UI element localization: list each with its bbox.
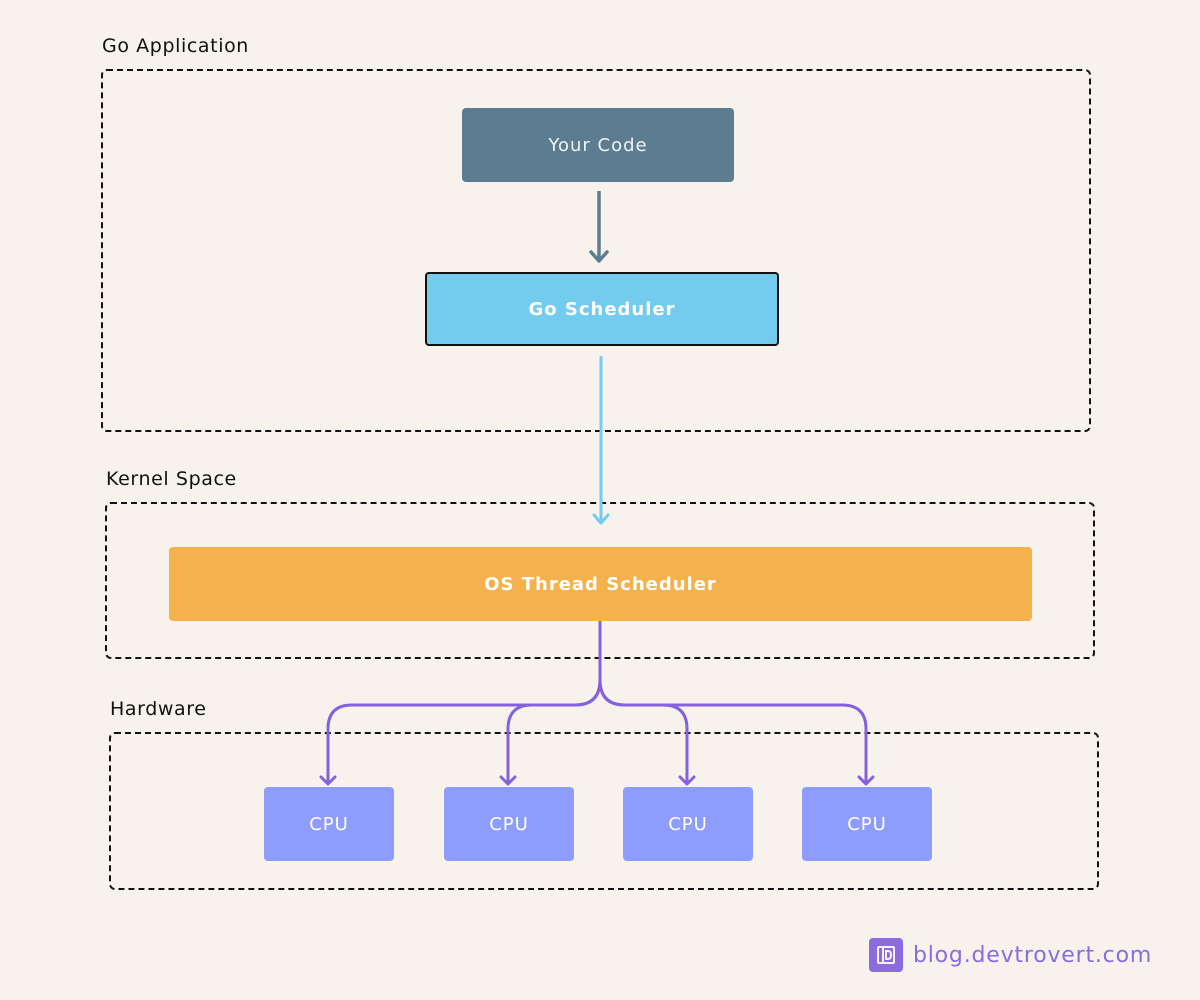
arrow-go-scheduler-to-os	[592, 356, 610, 525]
cpu-node-2: CPU	[444, 787, 574, 861]
devtrovert-logo-icon	[869, 938, 903, 972]
brand-footer[interactable]: blog.devtrovert.com	[869, 937, 1152, 973]
go-application-group	[101, 69, 1091, 432]
brand-url[interactable]: blog.devtrovert.com	[913, 942, 1153, 968]
arrows-os-to-cpus	[319, 619, 875, 786]
hardware-group	[109, 732, 1099, 890]
go-scheduler-node: Go Scheduler	[425, 272, 779, 346]
os-thread-scheduler-node: OS Thread Scheduler	[169, 547, 1032, 621]
section-label-go-application: Go Application	[102, 35, 249, 57]
section-label-hardware: Hardware	[110, 698, 207, 720]
cpu-node-4: CPU	[802, 787, 932, 861]
arrow-code-to-go-scheduler	[589, 191, 609, 263]
cpu-node-1: CPU	[264, 787, 394, 861]
section-label-kernel-space: Kernel Space	[106, 468, 237, 490]
your-code-node: Your Code	[462, 108, 734, 182]
cpu-node-3: CPU	[623, 787, 753, 861]
